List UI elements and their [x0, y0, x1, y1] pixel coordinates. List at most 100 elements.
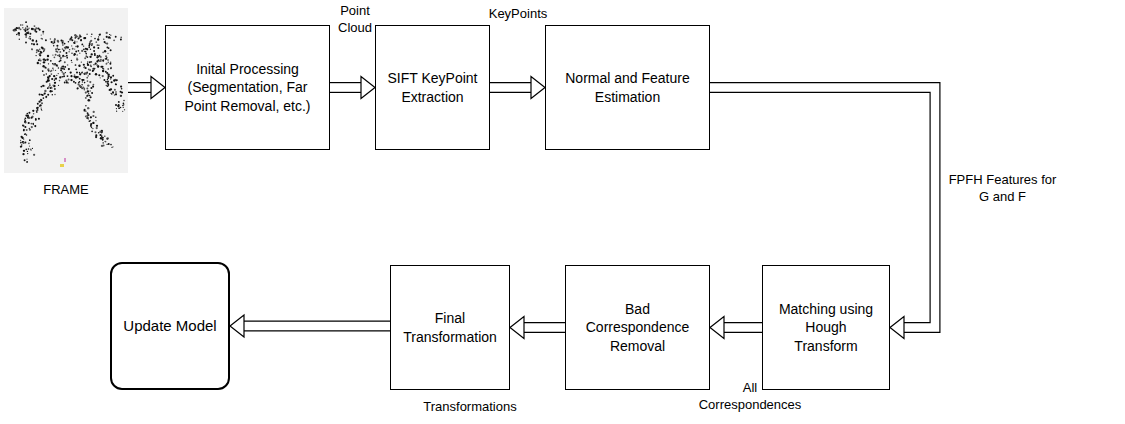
point-dot: [63, 73, 65, 75]
point-dot: [62, 76, 64, 78]
point-dot: [117, 105, 119, 107]
node-text: SIFT KeyPoint Extraction: [386, 69, 479, 105]
point-dot: [101, 145, 103, 147]
point-dot: [70, 79, 72, 81]
point-dot: [36, 107, 38, 109]
point-dot: [29, 145, 30, 146]
point-dot: [93, 50, 95, 52]
point-dot: [87, 63, 89, 65]
point-dot: [81, 62, 82, 63]
point-dot: [110, 49, 112, 51]
edge-label: All Correspondences: [690, 380, 810, 414]
point-dot: [108, 143, 110, 145]
point-dot: [52, 54, 53, 55]
point-dot: [70, 75, 72, 77]
point-dot: [107, 79, 108, 80]
point-dot: [39, 105, 41, 107]
point-dot: [88, 120, 90, 122]
point-dot: [43, 97, 45, 99]
point-dot: [20, 146, 22, 148]
point-dot: [25, 21, 27, 23]
point-dot: [87, 72, 88, 73]
point-dot: [75, 76, 77, 78]
point-dot: [84, 51, 85, 52]
point-dot: [77, 88, 79, 90]
point-dot: [54, 82, 56, 84]
point-dot: [99, 61, 101, 63]
terminal-box: Update Model: [110, 262, 230, 390]
point-dot: [93, 64, 94, 65]
point-dot: [36, 43, 38, 45]
point-dot: [51, 70, 53, 72]
point-dot: [83, 49, 85, 51]
point-dot: [32, 110, 34, 112]
point-dot: [26, 129, 28, 131]
point-dot: [115, 91, 116, 92]
point-dot: [43, 33, 44, 34]
node-text: Bad Correspondence Removal: [576, 300, 699, 355]
point-dot: [28, 142, 30, 144]
process-box: Matching using Hough Transform: [762, 265, 890, 390]
point-dot: [41, 110, 42, 111]
arrow-head: [890, 317, 904, 339]
point-dot: [95, 117, 97, 119]
point-dot: [58, 49, 60, 51]
point-dot: [92, 70, 94, 72]
point-dot: [32, 123, 34, 125]
point-dot: [29, 139, 31, 141]
block-arrow: [128, 77, 165, 99]
point-dot: [20, 28, 22, 30]
point-dot: [75, 46, 76, 47]
point-dot: [27, 151, 28, 152]
point-dot: [121, 88, 123, 90]
text-wrap: SIFT KeyPoint Extraction: [386, 69, 479, 105]
point-dot: [83, 64, 85, 66]
point-dot: [90, 87, 92, 89]
point-dot: [22, 27, 24, 29]
point-dot: [81, 88, 83, 90]
point-dot: [43, 61, 45, 63]
point-dot: [49, 83, 50, 84]
point-dot: [64, 61, 66, 63]
point-dot: [74, 53, 76, 55]
point-dot: [92, 70, 94, 72]
point-dot: [26, 113, 28, 115]
point-dot: [67, 75, 69, 77]
point-dot: [33, 113, 35, 115]
point-dot: [39, 29, 41, 31]
point-dot: [99, 34, 101, 36]
point-dot: [77, 88, 79, 90]
text-wrap: Normal and Feature Estimation: [556, 69, 699, 105]
point-dot: [88, 93, 89, 94]
arrow-heads: [361, 77, 375, 99]
point-dot: [31, 126, 33, 128]
point-dot: [104, 41, 106, 43]
point-dot: [76, 76, 77, 77]
point-dot: [89, 73, 91, 75]
point-dot: [95, 134, 97, 136]
marker: [60, 164, 64, 167]
node-text: Normal and Feature Estimation: [556, 69, 699, 105]
point-dot: [87, 112, 89, 114]
point-dot: [98, 47, 100, 49]
point-dot: [41, 102, 43, 104]
point-dot: [87, 90, 89, 92]
point-dot: [64, 43, 66, 45]
point-dot: [102, 68, 104, 70]
horse-point-cloud: [4, 8, 128, 173]
point-dot: [100, 77, 101, 78]
arrow-heads: [151, 77, 165, 99]
point-dot: [90, 123, 92, 125]
arrow-head: [230, 315, 244, 337]
point-dot: [63, 50, 64, 51]
point-dot: [51, 41, 53, 43]
point-dot: [92, 115, 94, 117]
point-dot: [59, 51, 61, 53]
point-dot: [41, 109, 42, 110]
point-dot: [25, 42, 27, 44]
point-dot: [22, 124, 24, 126]
point-dot: [103, 68, 104, 69]
point-dot: [57, 47, 58, 48]
point-dot: [31, 117, 33, 119]
point-dot: [97, 65, 99, 67]
